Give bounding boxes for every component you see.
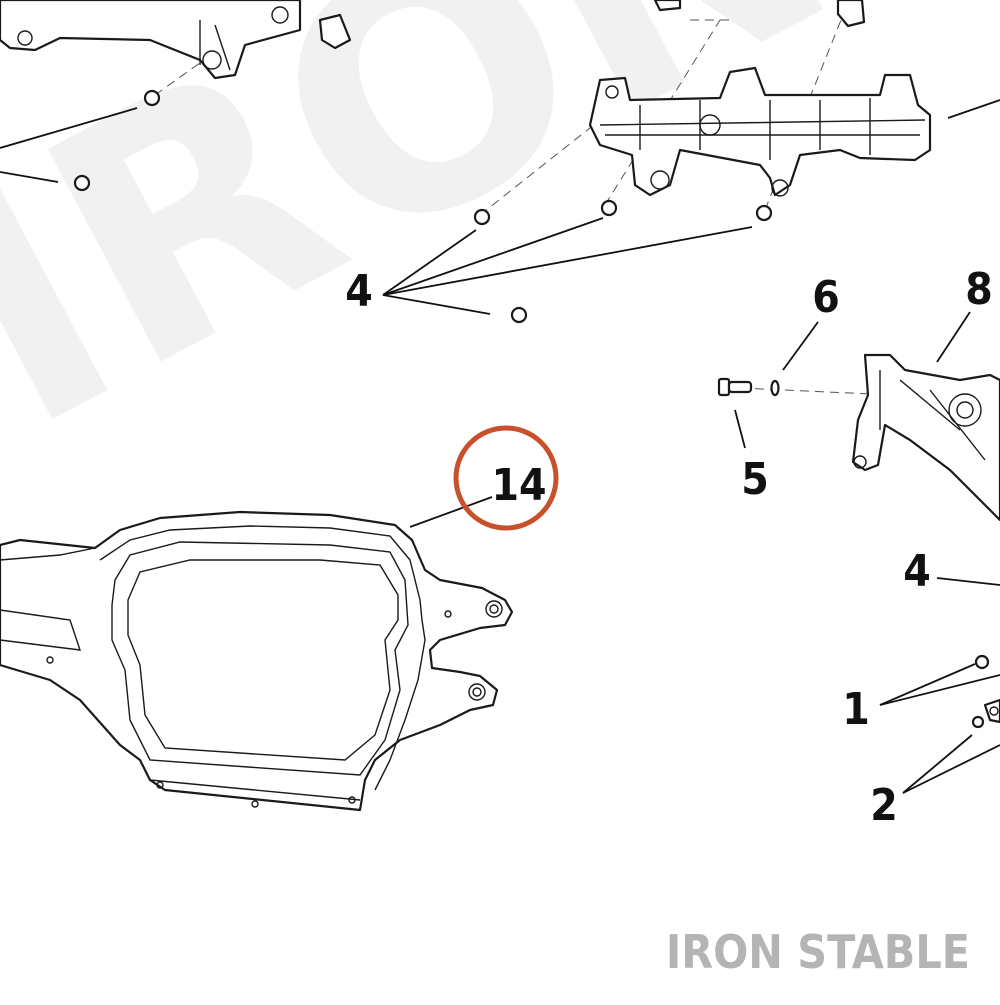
callout-4-right: 4 xyxy=(903,546,931,597)
brand-logo-text: IRON STABLE xyxy=(666,925,970,979)
bolt-5 xyxy=(717,377,753,397)
highlight-ring xyxy=(453,425,559,531)
headlamp-bracket-14 xyxy=(0,510,514,812)
screws-top-left xyxy=(73,89,161,192)
clip-top-center xyxy=(653,0,866,28)
bracket-top-left xyxy=(0,0,352,80)
callout-1: 1 xyxy=(842,684,870,735)
bracket-top-right xyxy=(588,66,932,197)
callout-4-top: 4 xyxy=(345,266,373,317)
hardware-lower-right xyxy=(971,654,1000,729)
callout-5: 5 xyxy=(741,454,769,505)
callout-8: 8 xyxy=(965,264,993,315)
callout-6: 6 xyxy=(812,272,840,323)
callouts: 14 4 6 8 5 4 1 2 xyxy=(345,264,993,831)
leader-lines xyxy=(0,99,1000,794)
callout-2: 2 xyxy=(870,780,898,831)
callout-14: 14 xyxy=(491,460,546,511)
screws-group-4 xyxy=(473,199,773,324)
washer-6 xyxy=(770,379,780,397)
bracket-8 xyxy=(851,353,1000,522)
